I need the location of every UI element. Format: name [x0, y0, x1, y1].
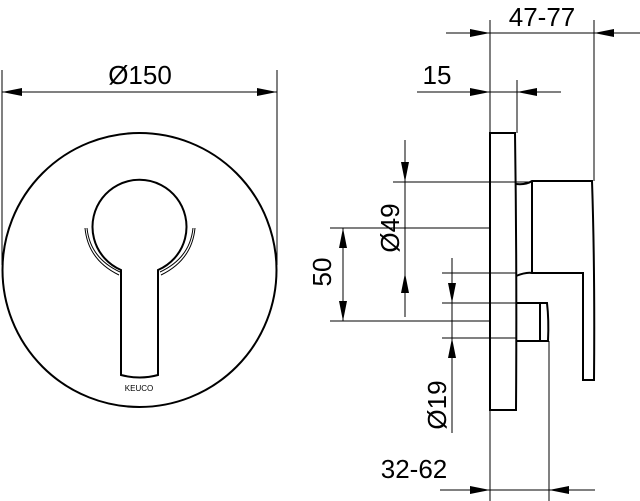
front-view: Ø150 KEUCO	[1, 60, 278, 408]
plate-15-label: 15	[423, 60, 452, 90]
plate-profile	[489, 132, 518, 411]
diameter-19-label: Ø19	[422, 380, 452, 429]
arrow-heads-15	[470, 88, 537, 96]
arrow-heads-19	[448, 283, 456, 358]
knob-profile	[516, 302, 550, 342]
offset-50-label: 50	[307, 258, 337, 287]
keuco-logo: KEUCO	[125, 384, 153, 393]
diameter-150-label: Ø150	[108, 60, 172, 90]
arrow-heads-50	[339, 228, 347, 321]
lever-handle-outline	[91, 178, 188, 379]
side-view: 47-77 15 Ø49 50 Ø19 32-62	[307, 2, 640, 501]
arrow-heads-32-62	[470, 486, 569, 494]
lever-profile	[515, 180, 596, 381]
cover-plate-circle	[1, 132, 278, 408]
handle-arc-marks	[84, 227, 196, 276]
depth-47-77-label: 47-77	[509, 2, 576, 32]
install-depth-32-62-label: 32-62	[381, 454, 448, 484]
